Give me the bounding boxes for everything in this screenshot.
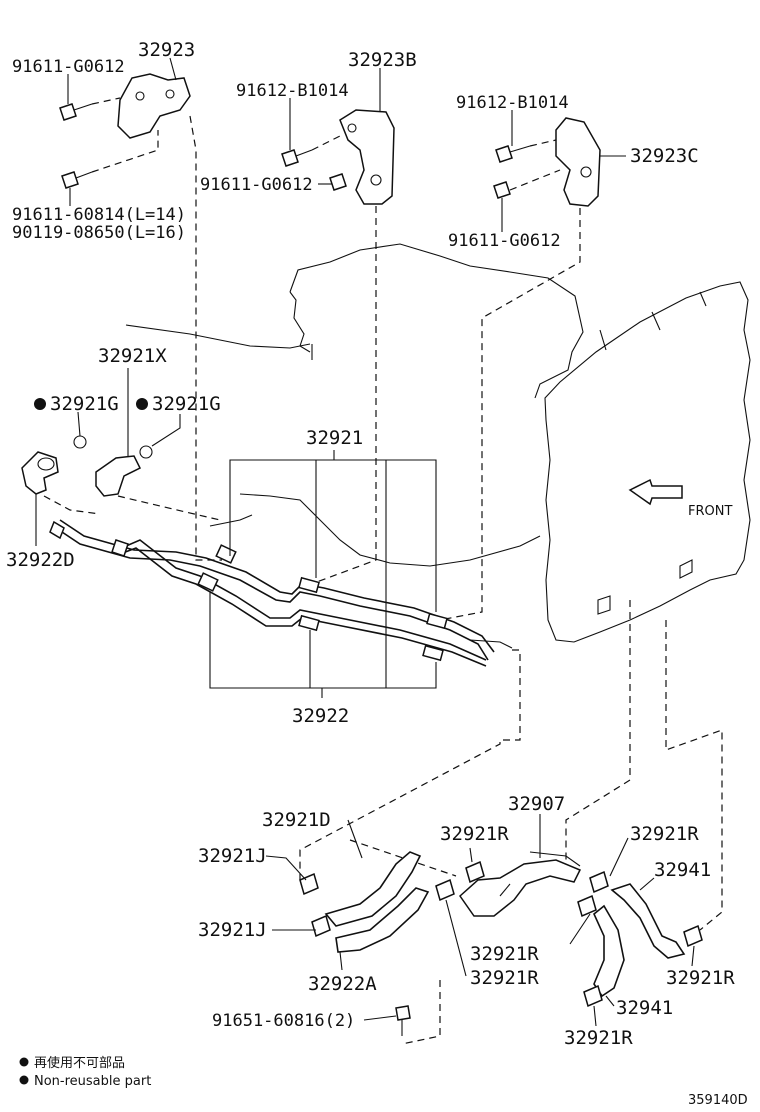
- label-32921j-1: 32921J: [198, 845, 267, 867]
- leader-32923c-b: [509, 169, 561, 191]
- non-reusable-bullet-b: [136, 398, 148, 410]
- callout-32921: [229, 450, 437, 688]
- bolt-91612-b1014-b: [495, 145, 531, 163]
- o-ring-32921g-a: [73, 435, 87, 449]
- label-32921g-b: 32921G: [152, 393, 221, 415]
- bracket-32923c: [555, 117, 601, 207]
- legend-bullet-jp: [19, 1057, 29, 1067]
- label-91611-g0612-c: 91611-G0612: [448, 231, 561, 251]
- label-32921x: 32921X: [98, 345, 167, 367]
- legend-japanese: 再使用不可部品: [34, 1055, 125, 1071]
- label-32941-2: 32941: [616, 997, 673, 1019]
- leader-radiator-a: [565, 600, 631, 880]
- bolt-91611-g0612-b: [329, 173, 347, 191]
- label-32921r-6: 32921R: [564, 1027, 633, 1049]
- leader-32923-c: [189, 115, 222, 561]
- engine-block-outline: [125, 243, 584, 567]
- label-32923b: 32923B: [348, 49, 417, 71]
- o-ring-32921g-b: [139, 445, 153, 459]
- label-32921r-5: 32921R: [666, 967, 735, 989]
- diagram-code: 359140D: [688, 1093, 748, 1108]
- label-32922: 32922: [292, 705, 349, 727]
- oil-cooler-pipes: [49, 519, 513, 667]
- radiator-outline: [544, 281, 751, 643]
- bracket-32923b: [339, 109, 395, 205]
- label-32922d: 32922D: [6, 549, 75, 571]
- bolt-91611-60814: [61, 171, 93, 189]
- pipe-clamps: [197, 544, 448, 662]
- leader-32923b-b: [305, 206, 377, 587]
- label-91612-b1014-b: 91612-B1014: [456, 93, 569, 113]
- bolt-91611-g0612-a: [59, 103, 93, 121]
- leader-bolt: [401, 980, 441, 1045]
- leader-32923-b: [91, 130, 159, 173]
- tube-assembly-32907: [459, 851, 582, 917]
- front-label: FRONT: [688, 504, 732, 519]
- label-91611-60814: 91611-60814(L=14): [12, 205, 186, 225]
- label-91651-60816: 91651-60816(2): [212, 1011, 355, 1031]
- callout-32922: [209, 592, 437, 698]
- bracket-32923: [117, 73, 191, 139]
- leader-32923-a: [91, 97, 121, 105]
- leader-radiator-b: [665, 620, 723, 931]
- label-32941-1: 32941: [654, 859, 711, 881]
- label-32921: 32921: [306, 427, 363, 449]
- label-32921r-2: 32921R: [630, 823, 699, 845]
- label-91611-g0612-a: 91611-G0612: [12, 57, 125, 77]
- hose-32922a: [335, 887, 430, 953]
- hose-32941-lower: [593, 904, 625, 998]
- hose-32941-upper: [610, 883, 686, 959]
- non-reusable-bullet-a: [34, 398, 46, 410]
- leader-32923c-a: [529, 139, 557, 147]
- leader-pipe-to-hose: [299, 649, 521, 880]
- label-32921g-a: 32921G: [50, 393, 119, 415]
- leader-fitting-a: [43, 495, 101, 515]
- front-arrow-icon: [628, 478, 683, 506]
- leader-fitting-b: [117, 495, 221, 521]
- label-32921r-3: 32921R: [470, 943, 539, 965]
- label-32922a: 32922A: [308, 973, 377, 995]
- label-leaders: [35, 57, 695, 1027]
- hose-32921d: [324, 851, 422, 927]
- leader-32923b-a: [311, 135, 341, 151]
- label-32907: 32907: [508, 793, 565, 815]
- label-32921d: 32921D: [262, 809, 331, 831]
- label-32923: 32923: [138, 39, 195, 61]
- bolt-91611-g0612-c: [493, 181, 511, 199]
- label-32921r-4: 32921R: [470, 967, 539, 989]
- leader-hose-left: [349, 839, 457, 877]
- label-32921r-1: 32921R: [440, 823, 509, 845]
- legend-english: Non-reusable part: [34, 1074, 151, 1089]
- label-90119-08650: 90119-08650(L=16): [12, 223, 186, 243]
- bolt-91612-b1014-a: [281, 149, 313, 167]
- bolt-91651-60816: [395, 1005, 411, 1036]
- legend: 再使用不可部品 Non-reusable part: [19, 1055, 151, 1089]
- union-fitting-32921x: [95, 455, 142, 497]
- label-32923c: 32923C: [630, 145, 699, 167]
- elbow-fitting-32922d: [21, 451, 59, 495]
- label-91612-b1014-a: 91612-B1014: [236, 81, 349, 101]
- legend-bullet-en: [19, 1075, 29, 1085]
- leader-32923c-c: [439, 208, 581, 621]
- label-91611-g0612-b: 91611-G0612: [200, 175, 313, 195]
- label-32921j-2: 32921J: [198, 919, 267, 941]
